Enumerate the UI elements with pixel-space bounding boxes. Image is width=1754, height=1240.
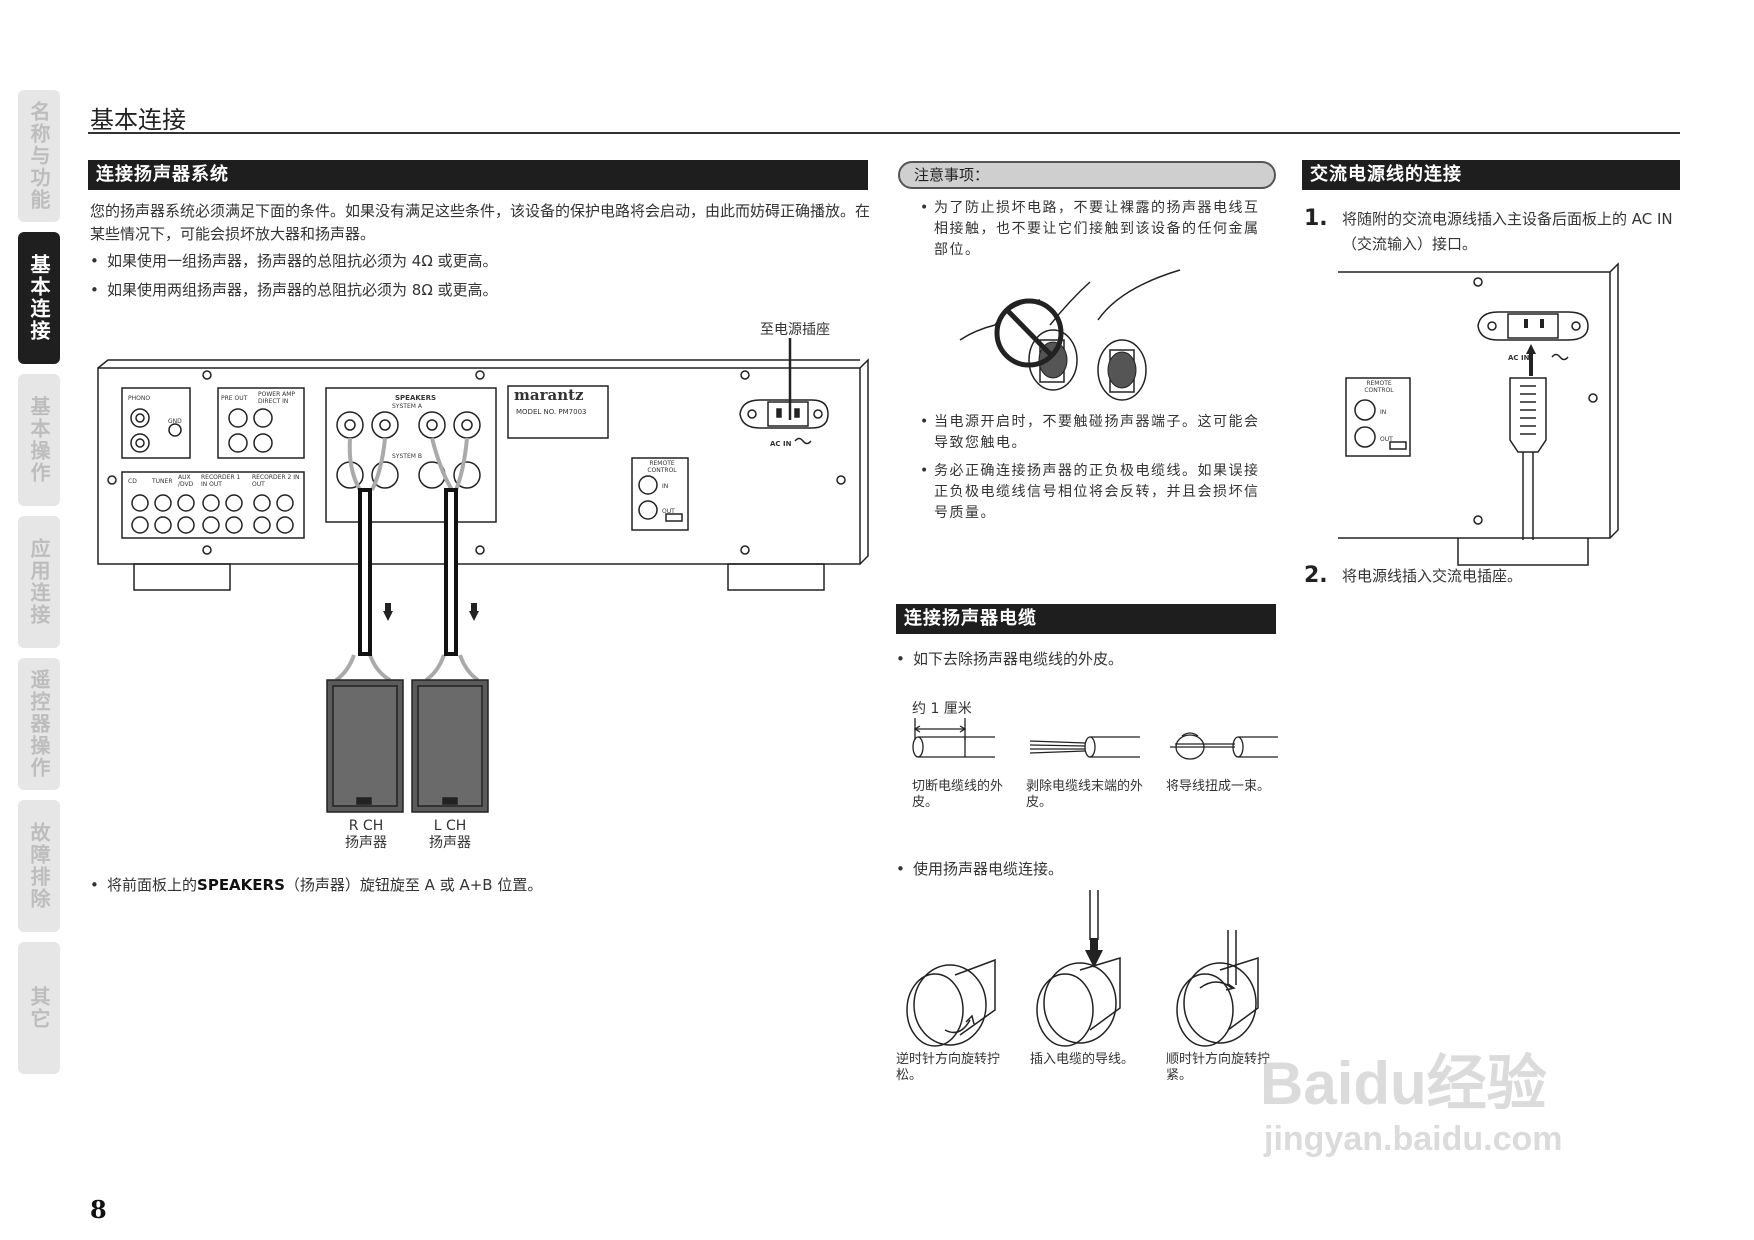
ac-inlet: [739, 399, 829, 429]
right-foot: [727, 563, 825, 591]
note-2: 当电源开启时，不要触碰扬声器端子。这可能会导致您触电。: [920, 412, 1265, 454]
speakers-knob-bold: SPEAKERS: [197, 876, 285, 894]
chassis-outline: [97, 367, 861, 565]
ac-remote-control-label: REMOTE CONTROL: [1364, 380, 1394, 394]
input-recorder2-label: RECORDER 2 IN OUT: [252, 474, 300, 488]
connect-step-3: 顺时针方向旋转拧紧。: [1166, 1052, 1271, 1083]
note-3: 务必正确连接扬声器的正负极电缆线。如果误接正负极电缆线信号相位将会反转，并且会损…: [920, 461, 1265, 524]
title-divider: [88, 132, 1680, 134]
section-heading-speaker-system: 连接扬声器系统: [88, 160, 868, 190]
phono-box: [121, 387, 191, 459]
speakers-knob-prefix: 将前面板上的: [107, 876, 198, 894]
r-speaker-label: 扬声器: [345, 835, 387, 851]
tab-troubleshooting[interactable]: 故障排除: [18, 800, 60, 932]
connect-step-2: 插入电缆的导线。: [1030, 1052, 1135, 1067]
left-foot: [133, 563, 231, 591]
speakers-knob-bullet: 将前面板上的SPEAKERS（扬声器）旋钮旋至 A 或 A+B 位置。: [90, 874, 870, 896]
tab-remote-control[interactable]: 遥控器操作: [18, 658, 60, 790]
watermark-logo: Baidu经验: [1260, 1050, 1547, 1117]
ac-remote-out-label: OUT: [1380, 436, 1393, 443]
connect-step-1: 逆时针方向旋转拧松。: [896, 1052, 1001, 1083]
notes-title: 注意事项：: [898, 161, 1276, 189]
section-heading-ac-power: 交流电源线的连接: [1302, 160, 1680, 190]
remote-out-label: OUT: [662, 508, 675, 515]
remote-control-box: [631, 457, 689, 531]
brand-plate: [507, 385, 609, 439]
l-speaker-label: 扬声器: [429, 835, 471, 851]
remote-in-label: IN: [662, 483, 669, 490]
l-ch-label: L CH: [433, 818, 467, 834]
page-number: 8: [90, 1195, 107, 1224]
speaker-bullet-1: 如果使用一组扬声器，扬声器的总阻抗必须为 4Ω 或更高。: [90, 250, 870, 272]
input-cd-label: CD: [128, 478, 137, 485]
step-2-text: 将电源线插入交流电插座。: [1342, 567, 1523, 585]
input-tuner-label: TUNER: [152, 478, 173, 485]
step-1-text: 将随附的交流电源线插入主设备后面板上的 AC IN（交流输入）接口。: [1342, 210, 1673, 253]
prohibited-icon: [994, 298, 1064, 368]
ac-remote-in-label: IN: [1380, 409, 1387, 416]
gnd-label: GND: [168, 418, 182, 425]
r-ch-label: R CH: [348, 818, 384, 834]
strip-step-1: 切断电缆线的外皮。: [912, 779, 1004, 810]
strip-step-3: 将导线扭成一束。: [1166, 779, 1271, 794]
phono-label: PHONO: [128, 395, 151, 402]
input-aux-label: AUX /DVD: [178, 474, 194, 488]
tab-other[interactable]: 其它: [18, 942, 60, 1074]
speakers-label: SPEAKERS: [395, 394, 437, 402]
step-2-number: 2.: [1304, 563, 1328, 588]
speaker-terminals-box: [325, 387, 497, 523]
tab-basic-connections[interactable]: 基本连接: [18, 232, 60, 364]
cable-connect-bullet: 使用扬声器电缆连接。: [896, 858, 1276, 880]
tab-advanced-connections[interactable]: 应用连接: [18, 516, 60, 648]
ac-in-label: AC IN: [770, 440, 792, 448]
preout-label: PRE OUT: [221, 395, 248, 402]
remote-control-label: REMOTE CONTROL: [647, 460, 677, 474]
power-amp-direct-in-label: POWER AMP DIRECT IN: [258, 391, 296, 405]
model-number: MODEL NO. PM7003: [516, 408, 587, 416]
inputs-box: [121, 471, 305, 539]
power-outlet-label: 至电源插座: [760, 322, 830, 338]
speakers-knob-suffix: （扬声器）旋钮旋至 A 或 A+B 位置。: [284, 876, 543, 894]
system-a-label: SYSTEM A: [392, 403, 422, 410]
watermark-url: jingyan.baidu.com: [1264, 1120, 1563, 1158]
strip-step-2: 剥除电缆线末端的外皮。: [1026, 779, 1144, 810]
brand-logo: marantz: [514, 386, 584, 404]
speaker-intro-text: 您的扬声器系统必须满足下面的条件。如果没有满足这些条件，该设备的保护电路将会启动…: [90, 202, 871, 243]
page-title: 基本连接: [90, 106, 186, 134]
cable-strip-bullet: 如下去除扬声器电缆线的外皮。: [896, 648, 1276, 670]
tab-basic-operation[interactable]: 基本操作: [18, 374, 60, 506]
system-b-label: SYSTEM B: [392, 453, 422, 460]
ac-inlet-label: AC IN: [1508, 354, 1530, 362]
step-1-number: 1.: [1304, 206, 1328, 231]
section-heading-speaker-cable: 连接扬声器电缆: [896, 604, 1276, 634]
note-1: 为了防止损坏电路，不要让裸露的扬声器电线互相接触，也不要让它们接触到该设备的任何…: [920, 198, 1265, 261]
preout-box: [217, 387, 305, 459]
tab-names-and-functions[interactable]: 名称与功能: [18, 90, 60, 222]
approx-1cm-label: 约 1 厘米: [912, 701, 972, 717]
speaker-bullet-2: 如果使用两组扬声器，扬声器的总阻抗必须为 8Ω 或更高。: [90, 279, 870, 301]
input-recorder1-label: RECORDER 1 IN OUT: [201, 474, 241, 488]
